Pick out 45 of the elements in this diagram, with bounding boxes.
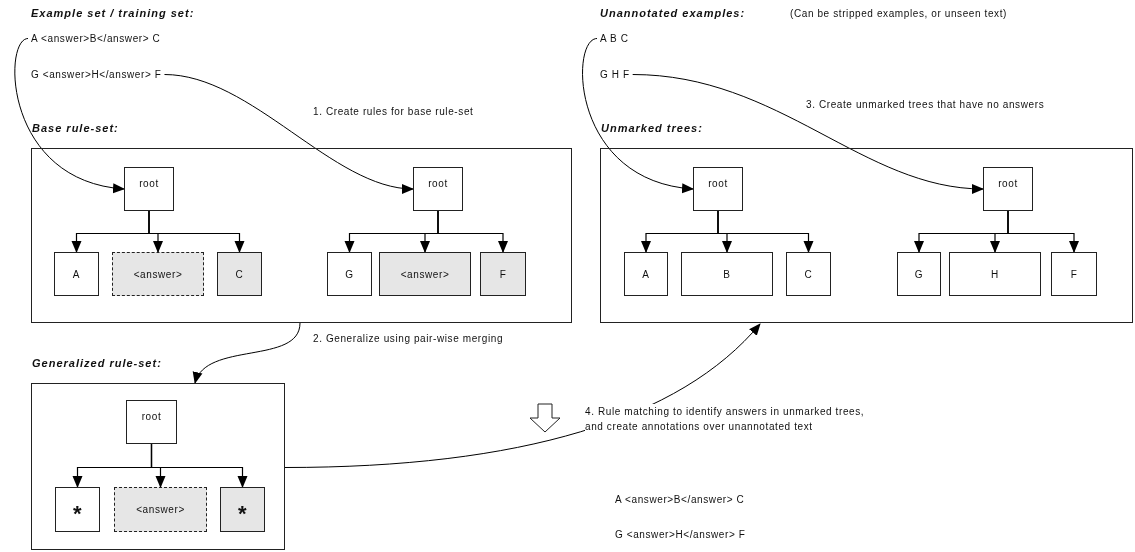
tree-arrow — [148, 210, 245, 253]
shaded-tree-node: F — [480, 252, 526, 296]
tree-node: root — [413, 167, 463, 211]
tree-node: G — [897, 252, 941, 296]
curved-arrow — [164, 74, 414, 193]
panel-heading: Base rule-set: — [32, 122, 119, 134]
tree-node: A — [624, 252, 668, 296]
edge-label: 1. Create rules for base rule-set — [313, 106, 474, 117]
tree-node: * — [55, 487, 100, 532]
tree-arrow — [150, 443, 248, 488]
output-text: G <answer>H</answer> F — [615, 529, 746, 540]
tree-arrow — [717, 210, 814, 253]
tree-node: F — [1051, 252, 1097, 296]
curved-arrow — [14, 38, 125, 193]
tree-node: C — [786, 252, 831, 296]
tree-node: root — [983, 167, 1033, 211]
edge-label: 3. Create unmarked trees that have no answers — [806, 99, 1045, 110]
edge-label: 2. Generalize using pair-wise merging — [313, 333, 504, 344]
tree-arrow — [437, 210, 508, 253]
example-text: G H F — [600, 69, 630, 80]
section-heading: Unannotated examples: — [600, 7, 746, 19]
section-heading: Example set / training set: — [31, 7, 195, 19]
panel-heading: Generalized rule-set: — [32, 357, 162, 369]
tree-node: root — [124, 167, 174, 211]
example-text: A B C — [600, 33, 629, 44]
shaded-tree-node: C — [217, 252, 262, 296]
tree-node: root — [126, 400, 177, 444]
tree-node: H — [949, 252, 1041, 296]
tree-arrow — [1007, 210, 1079, 253]
example-text: G <answer>H</answer> F — [31, 69, 162, 80]
curved-arrow — [632, 74, 984, 194]
panel-heading: Unmarked trees: — [601, 122, 703, 134]
tree-node: root — [693, 167, 743, 211]
output-text: A <answer>B</answer> C — [615, 494, 745, 505]
curved-arrow — [194, 322, 301, 384]
example-text: A <answer>B</answer> C — [31, 33, 161, 44]
tree-node: A — [54, 252, 99, 296]
curved-arrow — [582, 38, 694, 193]
tree-node: B — [681, 252, 773, 296]
dashed-tree-node: <answer> — [114, 487, 207, 532]
shaded-tree-node: <answer> — [379, 252, 471, 296]
dashed-tree-node: <answer> — [112, 252, 204, 296]
shaded-tree-node: * — [220, 487, 265, 532]
note-text: (Can be stripped examples, or unseen text) — [790, 8, 1007, 19]
tree-node: G — [327, 252, 372, 296]
